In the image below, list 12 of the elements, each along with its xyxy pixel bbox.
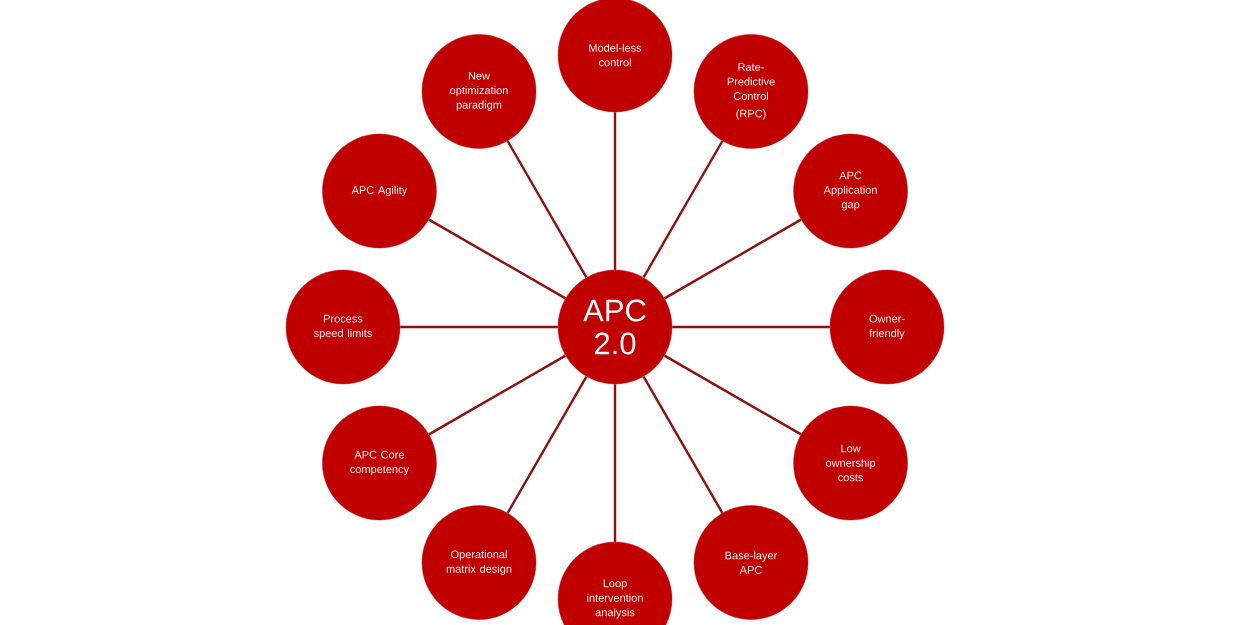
connector-line	[506, 375, 588, 514]
connector-line	[400, 325, 558, 329]
connector-line	[672, 325, 830, 329]
connector-line	[663, 354, 802, 436]
connector-line	[428, 354, 567, 436]
connector-line	[642, 140, 724, 279]
connector-line	[428, 218, 567, 300]
connector-line	[613, 112, 617, 270]
connector-line	[506, 140, 588, 279]
connector-line	[642, 375, 724, 514]
connector-line	[613, 384, 617, 542]
connector-line	[663, 218, 802, 300]
